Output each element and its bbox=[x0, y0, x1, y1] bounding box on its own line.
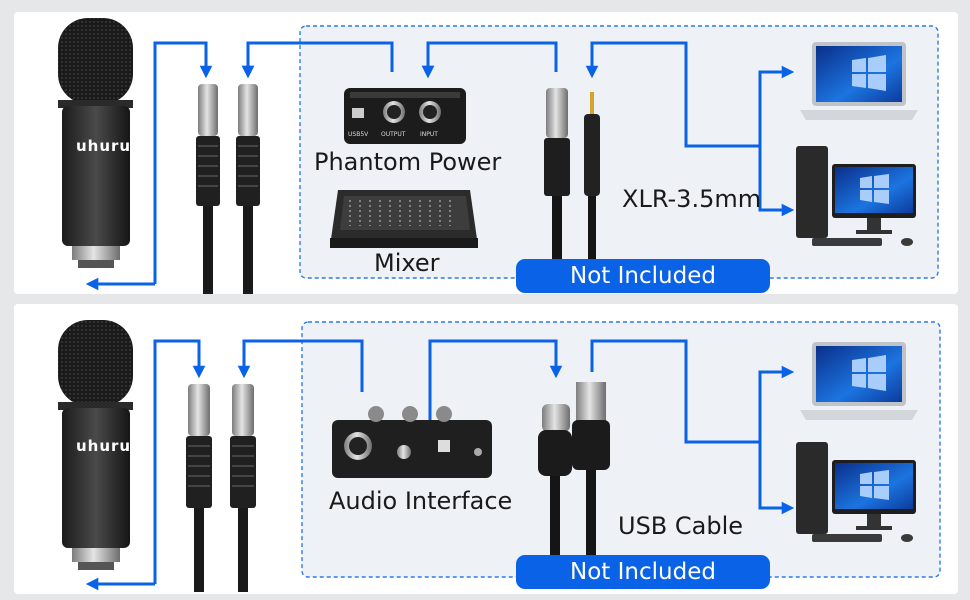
microphone-top bbox=[58, 18, 133, 268]
phantom-power-device bbox=[344, 88, 466, 144]
microphone-bottom bbox=[58, 320, 133, 570]
laptop-bottom bbox=[800, 342, 918, 420]
usb-cable bbox=[538, 382, 610, 556]
xlr-3-5mm-adapter bbox=[544, 88, 600, 264]
mixer-device bbox=[330, 190, 478, 248]
desktop-bottom bbox=[796, 442, 916, 542]
laptop-top bbox=[800, 42, 918, 120]
audio-interface-device bbox=[332, 406, 492, 478]
desktop-top bbox=[796, 146, 916, 246]
top-connection-arrows bbox=[85, 41, 795, 291]
xlr-cable-top bbox=[196, 84, 260, 294]
bottom-connection-arrows bbox=[85, 339, 795, 591]
xlr-cable-bottom bbox=[186, 384, 256, 592]
